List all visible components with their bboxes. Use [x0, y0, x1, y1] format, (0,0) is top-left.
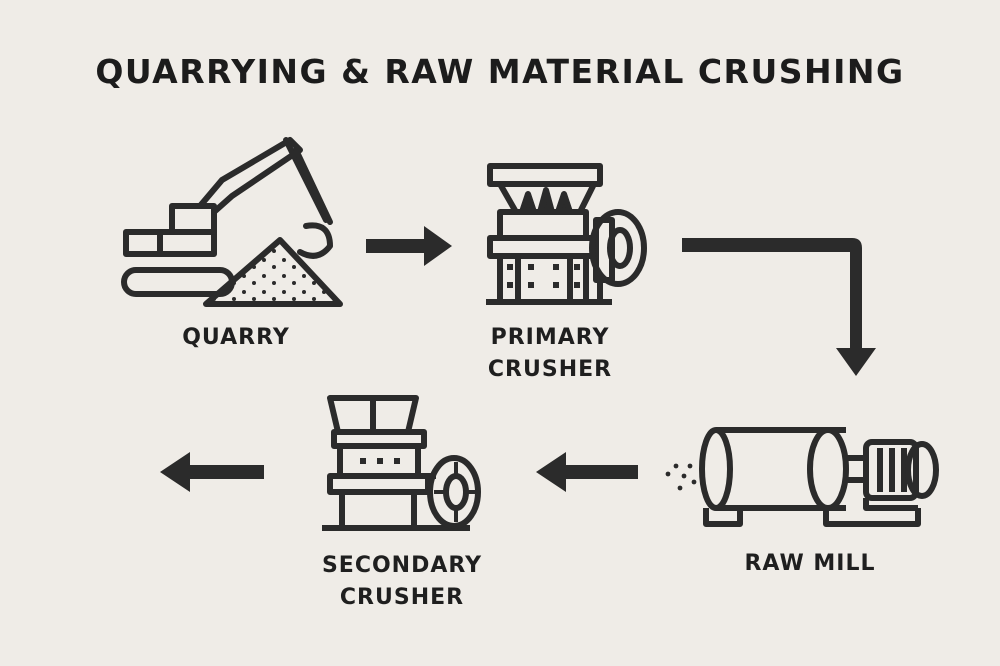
- diagram-title: QUARRYING & RAW MATERIAL CRUSHING: [95, 52, 905, 91]
- label-secondary-line2: CRUSHER: [339, 585, 465, 610]
- label-primary-crusher: PRIMARY CRUSHER: [450, 322, 650, 386]
- arrow-quarry-to-primary: [366, 226, 452, 266]
- ball-mill-icon: [665, 427, 939, 527]
- label-primary-line2: CRUSHER: [487, 357, 613, 382]
- arrow-secondary-out: [160, 452, 264, 492]
- excavator-icon: [121, 137, 343, 307]
- label-primary-line1: PRIMARY: [490, 325, 610, 350]
- arrow-primary-to-raw-mill: [682, 238, 876, 376]
- arrow-raw-mill-to-secondary: [536, 452, 638, 492]
- crusher-icon: [322, 395, 481, 531]
- label-secondary-crusher: SECONDARY CRUSHER: [282, 550, 522, 614]
- label-secondary-line1: SECONDARY: [321, 553, 483, 578]
- label-raw-mill: RAW MILL: [744, 551, 876, 576]
- label-quarry: QUARRY: [182, 325, 290, 350]
- jaw-crusher-icon: [486, 163, 647, 305]
